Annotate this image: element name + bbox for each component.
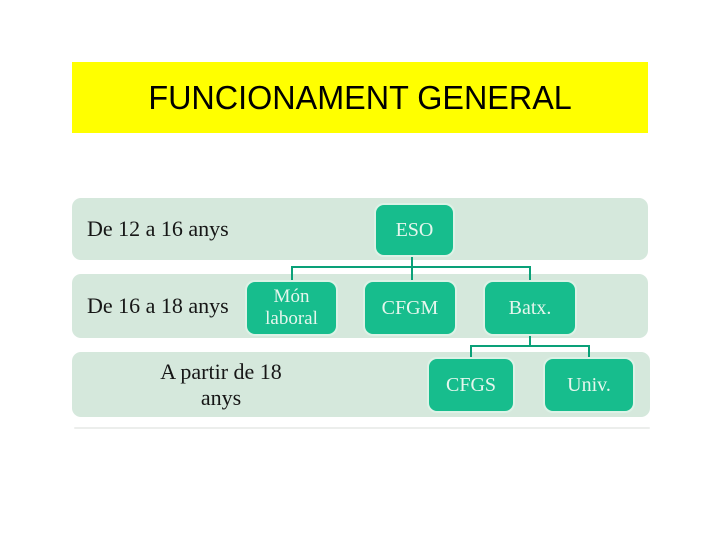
node-batx: Batx. [483, 280, 577, 336]
connector-row3-horizontal [470, 345, 590, 347]
connector-stub-cfgs [470, 345, 472, 358]
age-band-12-16: De 12 a 16 anys [72, 198, 648, 260]
connector-stub-batx [529, 266, 531, 281]
age-band-label: De 12 a 16 anys [87, 216, 229, 242]
connector-stub-univ [588, 345, 590, 358]
slide-title: FUNCIONAMENT GENERAL [148, 78, 572, 116]
slide-title-banner: FUNCIONAMENT GENERAL [72, 62, 648, 133]
node-cfgs: CFGS [427, 357, 515, 413]
age-band-label: A partir de 18 anys [160, 359, 282, 410]
age-band-label: De 16 a 18 anys [87, 293, 229, 319]
connector-stub-cfgm [411, 266, 413, 281]
node-eso: ESO [374, 203, 455, 257]
node-cfgm: CFGM [363, 280, 457, 336]
connector-eso-drop [411, 256, 413, 268]
connector-stub-mon-laboral [291, 266, 293, 281]
node-mon-laboral: Món laboral [245, 280, 338, 336]
connector-batx-drop [529, 334, 531, 347]
band-shadow-line [74, 427, 650, 429]
node-univ: Univ. [543, 357, 635, 413]
